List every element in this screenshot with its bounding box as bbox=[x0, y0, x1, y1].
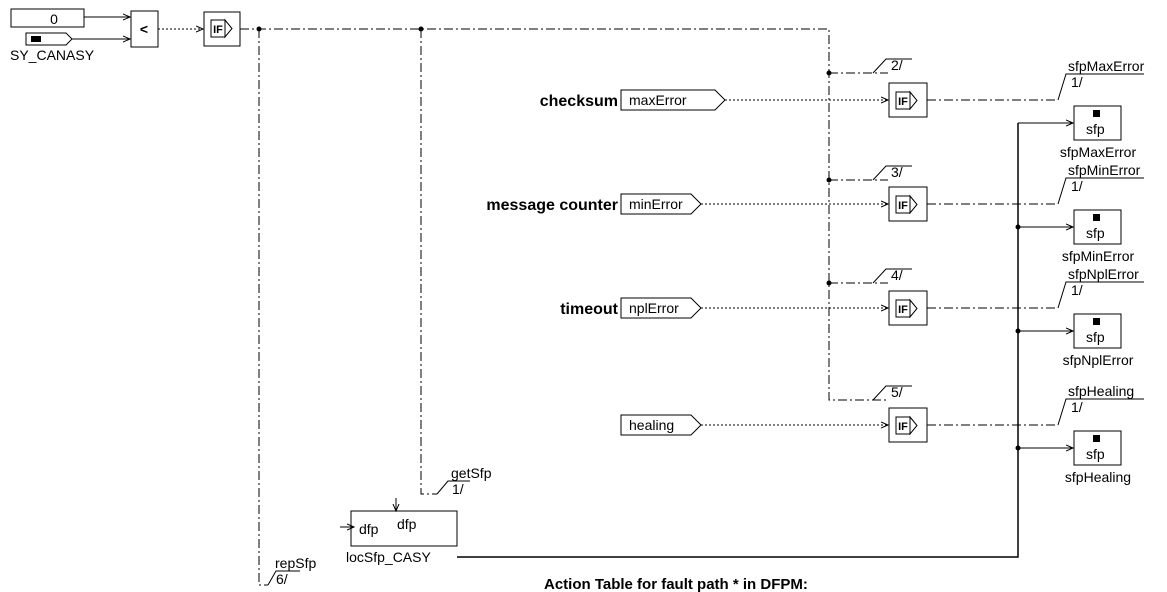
index-hook bbox=[872, 385, 912, 401]
if-text: IF bbox=[898, 96, 908, 108]
input-title: checksum bbox=[540, 93, 618, 110]
const-zero-value: 0 bbox=[50, 11, 58, 27]
if-text: IF bbox=[898, 200, 908, 212]
sfp-block: sfp sfpMinError bbox=[1062, 209, 1135, 264]
sfp-block-text: sfp bbox=[1086, 329, 1105, 345]
sfp-block-text: sfp bbox=[1086, 446, 1105, 462]
main-if-block: IF bbox=[203, 11, 241, 47]
if-text: IF bbox=[898, 421, 908, 433]
wire-to-getsfp bbox=[420, 29, 437, 495]
input-port bbox=[620, 297, 702, 319]
output-signal-name: sfpHealing bbox=[1068, 383, 1134, 399]
junction-dot bbox=[1015, 445, 1021, 451]
output-signal-name: sfpMaxError bbox=[1068, 58, 1145, 74]
loc-sfp-in-label: dfp bbox=[359, 521, 379, 537]
index-label: 3/ bbox=[891, 164, 903, 180]
sfp-marker-icon bbox=[1093, 110, 1100, 117]
repsfp-hook bbox=[267, 570, 300, 586]
index-label: 2/ bbox=[891, 57, 903, 73]
output-slot-label: 1/ bbox=[1071, 399, 1083, 415]
sfp-marker-icon bbox=[1093, 318, 1100, 325]
loc-sfp-block: dfp dfp locSfp_CASY bbox=[340, 498, 458, 565]
action-table-title: Action Table for fault path * in DFPM: bbox=[544, 576, 808, 592]
loc-sfp-out-label: dfp bbox=[397, 516, 417, 532]
junction-dot bbox=[826, 280, 832, 286]
loc-sfp-name: locSfp_CASY bbox=[346, 549, 431, 565]
sfp-feed-bus bbox=[457, 123, 1019, 558]
if-block: IF bbox=[888, 407, 928, 443]
index-hook bbox=[872, 165, 912, 181]
sfp-block: sfp sfpNplError bbox=[1063, 313, 1134, 368]
repsfp-name: repSfp bbox=[275, 555, 316, 571]
output-hook bbox=[1057, 281, 1144, 309]
junction-dot bbox=[826, 70, 832, 76]
sfp-marker-icon bbox=[1093, 435, 1100, 442]
sfp-block-name: sfpNplError bbox=[1063, 352, 1134, 368]
getsfp-name: getSfp bbox=[451, 465, 492, 481]
output-signal-name: sfpMinError bbox=[1068, 162, 1141, 178]
sfp-block: sfp sfpMaxError bbox=[1060, 105, 1137, 160]
system-const-label: SY_CANASY bbox=[10, 47, 95, 63]
const-zero-block: 0 bbox=[10, 8, 85, 28]
input-port-label: maxError bbox=[629, 92, 687, 108]
sfp-block-name: sfpMaxError bbox=[1060, 144, 1137, 160]
if-block: IF bbox=[888, 290, 928, 326]
index-label: 4/ bbox=[891, 267, 903, 283]
repsfp-slot: 6/ bbox=[276, 571, 288, 587]
input-port-label: nplError bbox=[629, 300, 679, 316]
wire-to-repsfp bbox=[258, 29, 268, 586]
sfp-block-text: sfp bbox=[1086, 121, 1105, 137]
sfp-marker-icon bbox=[1093, 214, 1100, 221]
input-port-label: minError bbox=[629, 196, 683, 212]
sfp-block-text: sfp bbox=[1086, 225, 1105, 241]
index-hook bbox=[872, 58, 912, 74]
junction-dot bbox=[1015, 328, 1021, 334]
control-bus bbox=[240, 28, 888, 401]
getsfp-slot: 1/ bbox=[452, 481, 464, 497]
output-slot-label: 1/ bbox=[1071, 178, 1083, 194]
output-slot-label: 1/ bbox=[1071, 74, 1083, 90]
if-block: IF bbox=[888, 186, 928, 222]
output-signal-name: sfpNplError bbox=[1068, 266, 1139, 282]
main-if-text: IF bbox=[213, 24, 223, 36]
input-title: timeout bbox=[560, 301, 618, 318]
input-title: message counter bbox=[486, 197, 618, 214]
system-const-block: SY_CANASY bbox=[10, 32, 95, 63]
output-hook bbox=[1057, 73, 1144, 101]
compare-symbol: < bbox=[140, 21, 148, 37]
sfp-block-name: sfpMinError bbox=[1062, 248, 1135, 264]
sfp-block: sfp sfpHealing bbox=[1065, 430, 1131, 485]
getsfp-hook bbox=[436, 480, 470, 495]
output-slot-label: 1/ bbox=[1071, 282, 1083, 298]
sfp-block-name: sfpHealing bbox=[1065, 469, 1131, 485]
junction-dot bbox=[1015, 224, 1021, 230]
if-text: IF bbox=[898, 304, 908, 316]
compare-block: < bbox=[130, 10, 159, 48]
system-const-icon bbox=[31, 36, 41, 42]
if-block: IF bbox=[888, 82, 928, 118]
repsfp-label: repSfp 6/ bbox=[267, 555, 316, 587]
getsfp-label: getSfp 1/ bbox=[436, 465, 492, 497]
junction-dot bbox=[826, 177, 832, 183]
output-hook bbox=[1057, 398, 1144, 426]
input-port bbox=[620, 89, 726, 111]
output-hook bbox=[1057, 177, 1144, 205]
input-port bbox=[620, 414, 702, 436]
input-port bbox=[620, 193, 702, 215]
index-hook bbox=[872, 268, 912, 284]
input-port-label: healing bbox=[629, 417, 674, 433]
index-label: 5/ bbox=[891, 384, 903, 400]
